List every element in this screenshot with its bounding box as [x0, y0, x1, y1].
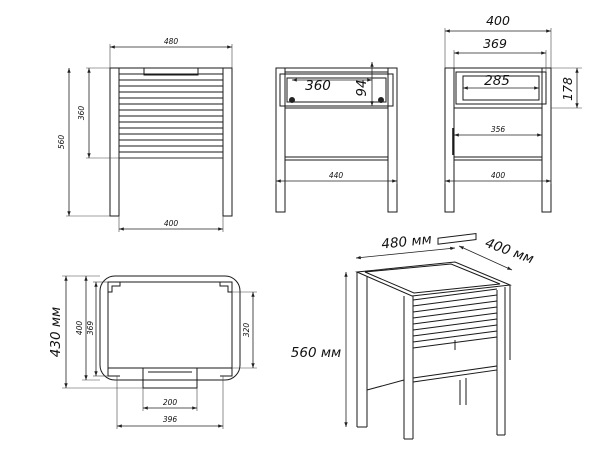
top-outline — [99, 275, 241, 381]
top-height-right-label: 320 — [242, 323, 251, 338]
drawer-runner-left — [289, 97, 295, 103]
side-drawer-depth-label: 285 — [484, 73, 510, 89]
top-height-big-label: 430 мм — [48, 307, 64, 357]
section-left-leg — [275, 67, 286, 213]
side-left-leg — [444, 67, 455, 213]
front-width-bottom-label: 400 — [164, 219, 179, 228]
top-height-left-label: 400 — [75, 321, 84, 336]
section-drawer — [279, 73, 394, 107]
drawer-runner-right — [378, 97, 384, 103]
front-width-top-label: 480 — [164, 37, 179, 46]
front-tambour — [118, 67, 224, 159]
top-view: 430 мм 400 369 320 200 396 — [48, 275, 257, 429]
iso-shelf — [412, 365, 498, 383]
top-corner-tl — [107, 281, 121, 293]
side-shelf-depth-label: 356 — [491, 125, 506, 134]
front-height-inner-label: 360 — [77, 106, 86, 121]
front-height-total-label: 560 — [57, 135, 66, 150]
side-drawer-height-label: 178 — [560, 77, 575, 101]
side-depth-total-label: 400 — [486, 13, 510, 28]
section-width-bottom-label: 440 — [329, 171, 344, 180]
top-tab-width-label: 200 — [163, 398, 178, 407]
section-drawer-height-label: 94 — [354, 79, 370, 96]
top-corner-tr — [219, 281, 233, 293]
side-depth-bottom-label: 400 — [491, 171, 506, 180]
side-right-leg — [541, 67, 552, 213]
front-right-leg — [222, 67, 233, 217]
top-height-inner-label: 369 — [86, 321, 95, 336]
side-view: 400 369 285 178 356 400 — [444, 13, 582, 213]
section-view: 360 94 440 — [275, 62, 398, 213]
iso-width-label: 480 мм — [381, 231, 433, 252]
side-drawer — [455, 71, 547, 105]
top-corner-bl — [107, 368, 120, 377]
front-left-leg — [109, 67, 120, 217]
section-right-leg — [387, 67, 398, 213]
iso-view: 480 мм 400 мм 560 мм — [291, 231, 536, 440]
front-handle — [143, 67, 199, 76]
iso-tambour — [412, 288, 498, 349]
top-corner-br — [220, 368, 233, 377]
iso-depth-label: 400 мм — [483, 235, 536, 267]
top-width-bottom-label: 396 — [163, 415, 178, 424]
iso-height-label: 560 мм — [291, 345, 341, 361]
section-drawer-width-label: 360 — [305, 78, 331, 94]
front-view: 480 360 560 400 — [57, 37, 233, 232]
side-depth-inner-label: 369 — [483, 36, 507, 51]
top-handle-tab — [142, 367, 198, 389]
iso-handle — [437, 232, 477, 245]
